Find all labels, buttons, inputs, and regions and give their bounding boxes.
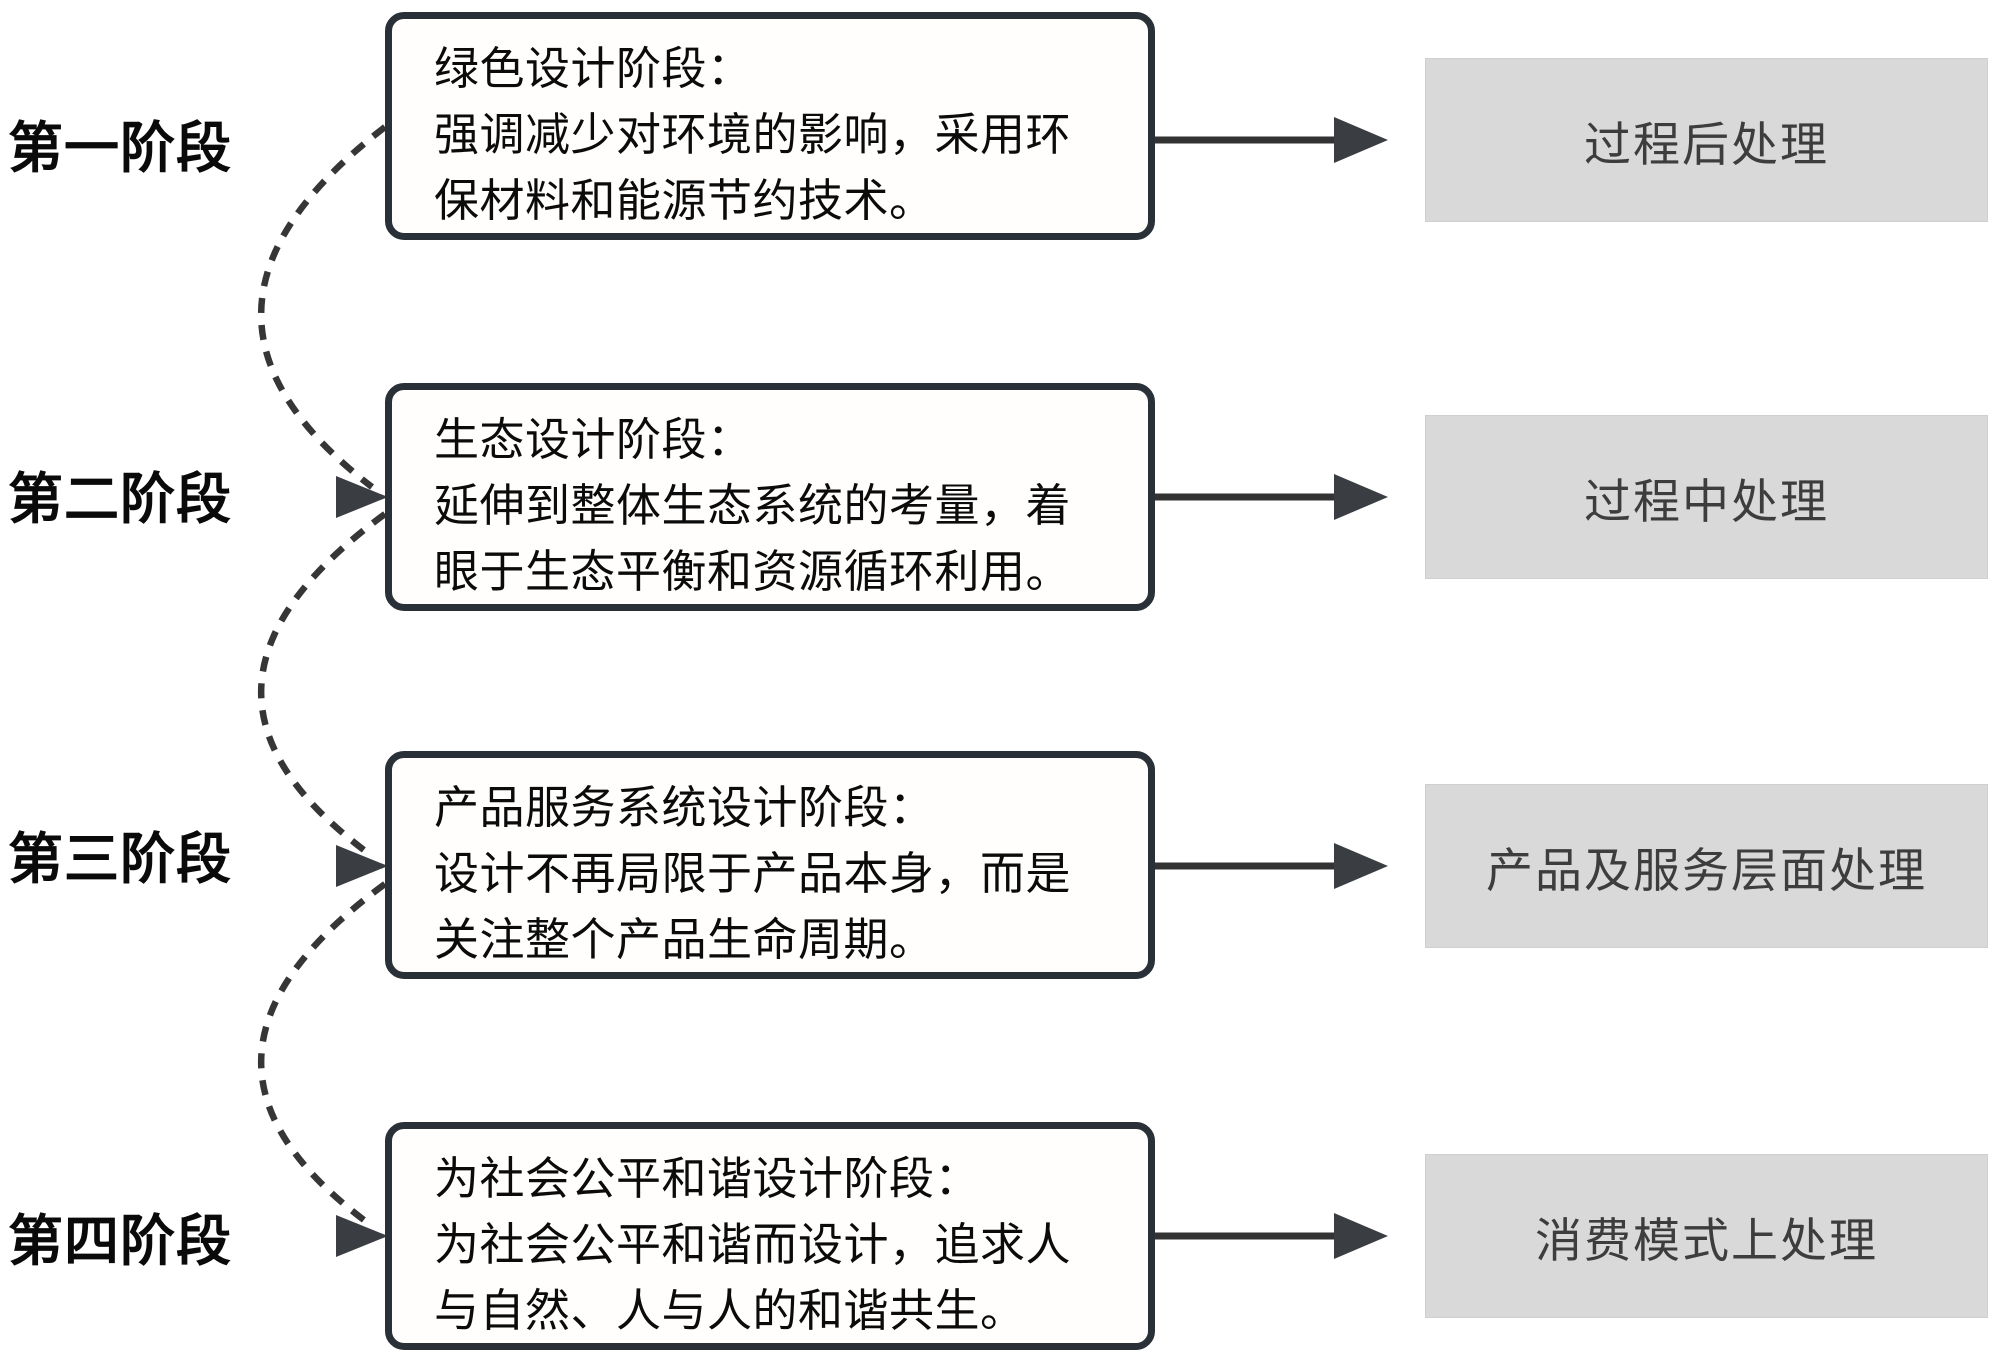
card-text-line: 为社会公平和谐而设计，追求人: [434, 1219, 1072, 1270]
card-text-line: 保材料和能源节约技术。: [434, 175, 935, 226]
card-title: 产品服务系统设计阶段：: [434, 782, 935, 833]
connector-arrowhead-stage3: [336, 845, 388, 887]
card-text-line: 眼于生态平衡和资源循环利用。: [434, 546, 1072, 597]
card-text-line: 关注整个产品生命周期。: [434, 914, 935, 965]
stage-label-3: 第三阶段: [8, 828, 233, 890]
stage-card-3: 产品服务系统设计阶段： 设计不再局限于产品本身，而是 关注整个产品生命周期。: [385, 751, 1155, 979]
output-box-3: 产品及服务层面处理: [1425, 784, 1988, 948]
arrow-head-row2: [1334, 474, 1388, 520]
stage-card-1: 绿色设计阶段： 强调减少对环境的影响，采用环 保材料和能源节约技术。: [385, 12, 1155, 240]
output-box-2: 过程中处理: [1425, 415, 1988, 579]
stage-card-4: 为社会公平和谐设计阶段： 为社会公平和谐而设计，追求人 与自然、人与人的和谐共生…: [385, 1122, 1155, 1350]
arrow-head-row3: [1334, 843, 1388, 889]
card-title: 生态设计阶段：: [434, 414, 753, 465]
stage-label-4: 第四阶段: [8, 1210, 233, 1272]
stage-card-2: 生态设计阶段： 延伸到整体生态系统的考量，着 眼于生态平衡和资源循环利用。: [385, 383, 1155, 611]
connector-arrowhead-stage2: [336, 476, 388, 518]
stage-label-2: 第二阶段: [8, 468, 233, 530]
dashed-connector-stage1-stage2: [257, 124, 387, 490]
dashed-connector-stage3-stage4: [257, 881, 387, 1229]
output-label: 产品及服务层面处理: [1486, 843, 1927, 897]
output-label: 消费模式上处理: [1535, 1213, 1878, 1267]
output-box-1: 过程后处理: [1425, 58, 1988, 222]
output-label: 过程中处理: [1584, 474, 1829, 528]
card-text-line: 设计不再局限于产品本身，而是: [434, 848, 1072, 899]
card-text-line: 与自然、人与人的和谐共生。: [434, 1285, 1026, 1336]
stage-label-1: 第一阶段: [8, 117, 233, 179]
arrow-head-row1: [1334, 117, 1388, 163]
connector-arrowhead-stage4: [336, 1215, 388, 1257]
card-text-line: 强调减少对环境的影响，采用环: [434, 109, 1072, 160]
card-title: 为社会公平和谐设计阶段：: [434, 1153, 981, 1204]
card-title: 绿色设计阶段：: [434, 43, 753, 94]
arrow-head-row4: [1334, 1213, 1388, 1259]
card-text-line: 延伸到整体生态系统的考量，着: [434, 480, 1072, 531]
output-label: 过程后处理: [1584, 117, 1829, 171]
dashed-connector-stage2-stage3: [257, 511, 387, 859]
output-box-4: 消费模式上处理: [1425, 1154, 1988, 1318]
